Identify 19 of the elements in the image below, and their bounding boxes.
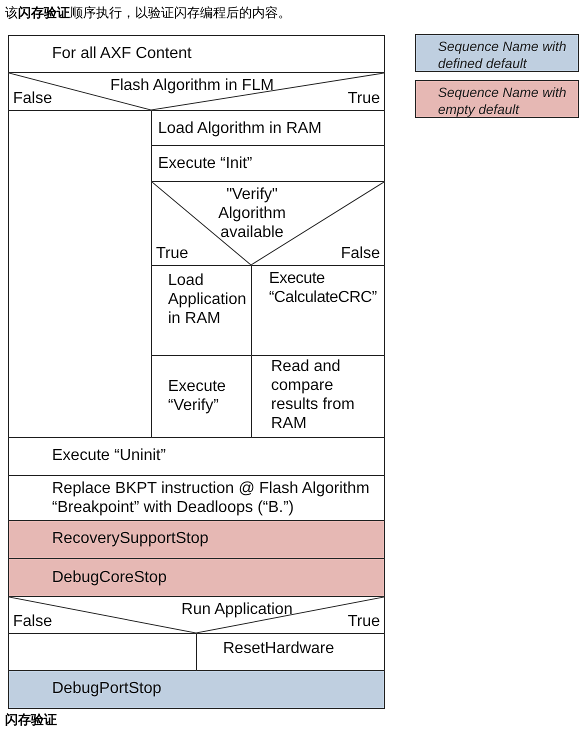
- process-step: For all AXF Content: [8, 35, 385, 73]
- branch-label: False: [13, 89, 52, 108]
- branch-label: True: [156, 244, 188, 263]
- process-step: RecoverySupportStop: [8, 520, 385, 559]
- branch-label: False: [340, 244, 380, 263]
- process-step: Execute “Uninit”: [8, 437, 385, 476]
- process-step: Replace BKPT instruction @ Flash Algorithm “Breakpoint” with Deadloops (“B.”): [8, 475, 385, 521]
- legend-entry: Sequence Name with empty default: [415, 80, 579, 118]
- condition-text: "Verify" Algorithm available: [217, 185, 287, 242]
- branch-label: True: [348, 612, 380, 631]
- branch-label: True: [348, 89, 380, 108]
- process-step: DebugPortStop: [8, 670, 385, 709]
- branch-label: False: [13, 612, 52, 631]
- condition-text: Run Application: [180, 600, 294, 619]
- intro-sentence: 该闪存验证顺序执行，以验证闪存编程后的内容。: [5, 5, 291, 22]
- condition-text: Flash Algorithm in FLM: [109, 76, 275, 95]
- legend-entry: Sequence Name with defined default: [415, 34, 579, 72]
- process-step: DebugCoreStop: [8, 558, 385, 597]
- figure-caption: 闪存验证: [5, 712, 57, 729]
